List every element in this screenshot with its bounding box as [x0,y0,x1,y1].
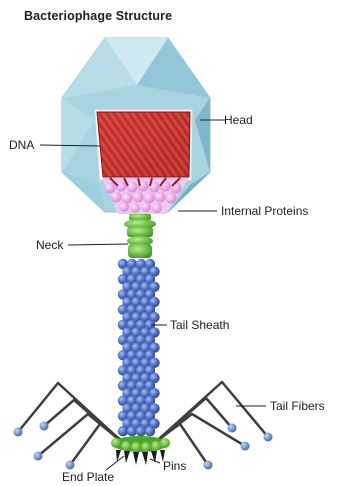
tail-sheath-bead [118,426,128,436]
neck-collar [124,214,156,258]
label-tail-fibers: Tail Fibers [270,399,325,413]
label-dna: DNA [9,138,34,152]
tail-sheath-bead [136,426,146,436]
label-head: Head [224,113,253,127]
label-pins: Pins [163,459,186,473]
pins [116,450,165,465]
tail-sheath-bead [145,426,155,436]
dna-bundle [95,110,195,180]
label-internal-proteins: Internal Proteins [221,204,308,218]
label-tail-sheath: Tail Sheath [170,318,229,332]
tail-sheath-bead [127,426,137,436]
tail-sheath [118,259,160,437]
label-end-plate: End Plate [62,470,114,484]
label-neck: Neck [36,238,63,252]
